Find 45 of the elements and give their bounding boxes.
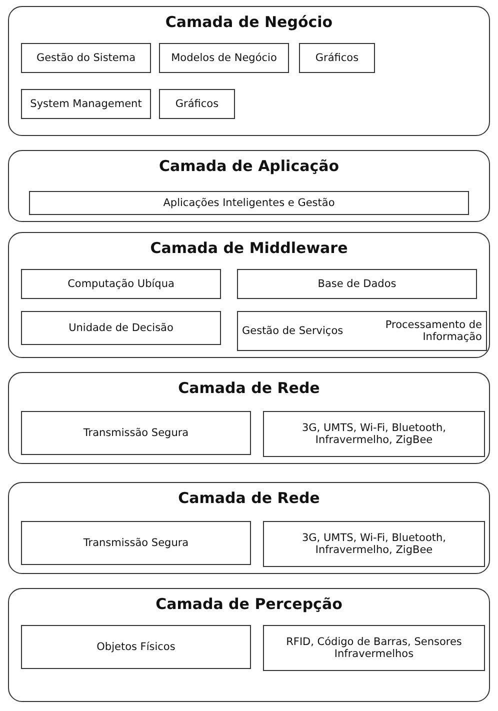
layer-panel	[8, 232, 490, 358]
component-box	[159, 43, 289, 73]
layer-panel	[8, 482, 490, 574]
component-box	[21, 311, 221, 345]
component-box	[21, 411, 251, 455]
component-label: Gráficos	[315, 52, 359, 64]
layer-heading: Camada de Percepção	[154, 595, 344, 613]
component-box	[263, 521, 485, 567]
component-label: Transmissão Segura	[83, 537, 189, 549]
component-label: Processamento de Informação	[384, 319, 482, 343]
layer-heading: Camada de Rede	[177, 379, 321, 397]
layer-panel	[8, 150, 490, 222]
layer-heading: Camada de Aplicação	[158, 157, 340, 175]
component-label: RFID, Código de Barras, Sensores Infravermelhos	[285, 636, 463, 660]
layer-panel	[8, 6, 490, 136]
component-label: Modelos de Negócio	[171, 52, 277, 64]
component-box	[21, 43, 151, 73]
component-label: Computação Ubíqua	[68, 278, 174, 290]
component-box	[237, 311, 487, 351]
component-label: Gráficos	[175, 98, 219, 110]
layer-heading: Camada de Negócio	[164, 13, 334, 31]
component-label: Gestão de Serviços	[242, 325, 344, 337]
component-box	[159, 89, 235, 119]
component-label: Objetos Físicos	[96, 641, 176, 653]
layer-heading: Camada de Rede	[177, 489, 321, 507]
component-box	[29, 191, 469, 215]
component-label: Unidade de Decisão	[68, 322, 174, 334]
component-box	[21, 625, 251, 669]
component-box	[263, 625, 485, 671]
component-label: System Management	[30, 98, 142, 110]
component-box	[263, 411, 485, 457]
component-box	[21, 89, 151, 119]
component-box	[21, 269, 221, 299]
component-box	[299, 43, 375, 73]
component-label: Base de Dados	[318, 278, 396, 290]
component-box	[21, 521, 251, 565]
component-label: 3G, UMTS, Wi-Fi, Bluetooth, Infravermelho, ZigBee	[300, 422, 448, 446]
component-label: 3G, UMTS, Wi-Fi, Bluetooth, Infravermelho, ZigBee	[300, 532, 448, 556]
component-label: Gestão do Sistema	[36, 52, 136, 64]
layer-panel	[8, 372, 490, 464]
layer-panel	[8, 588, 490, 702]
layer-heading: Camada de Middleware	[149, 239, 349, 257]
component-box	[237, 269, 477, 299]
component-label: Aplicações Inteligentes e Gestão	[163, 197, 335, 209]
component-label: Transmissão Segura	[83, 427, 189, 439]
